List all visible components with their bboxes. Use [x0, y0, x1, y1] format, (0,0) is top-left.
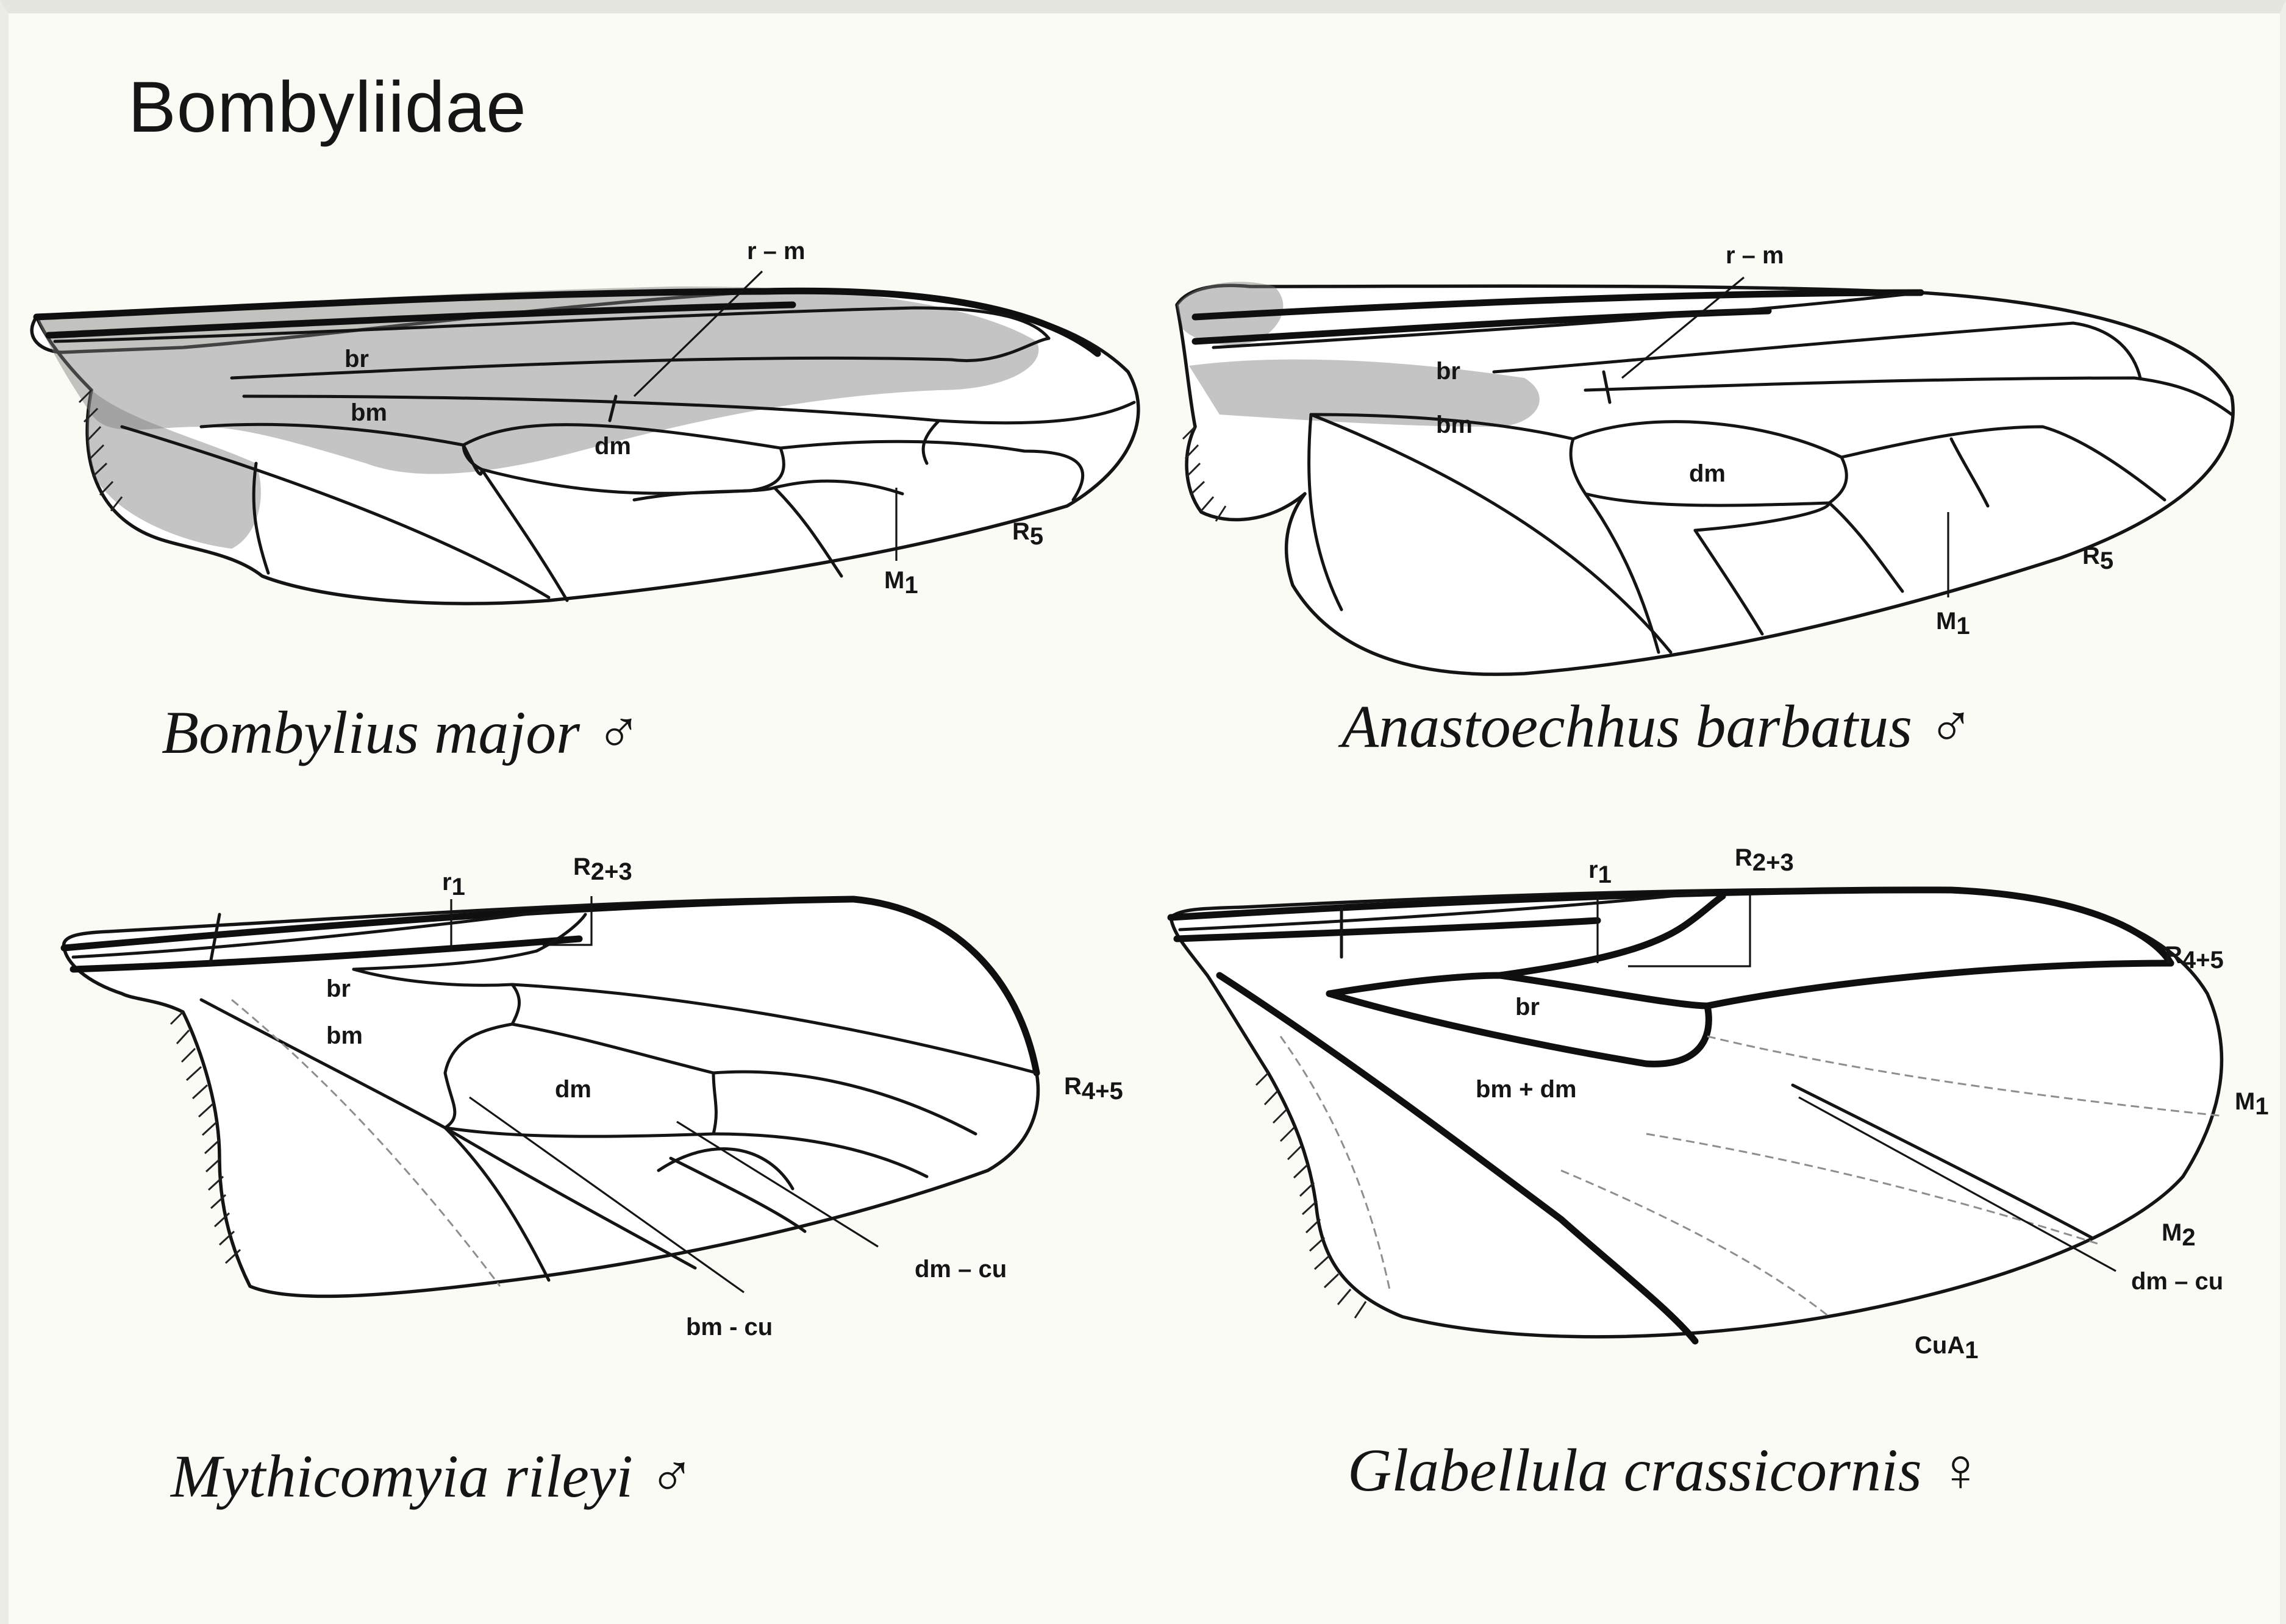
label-dm: dm — [555, 1076, 591, 1103]
label-dm: dm — [1689, 460, 1726, 487]
label-m2: M2 — [2162, 1219, 2196, 1251]
label-r23: R2+3 — [573, 853, 632, 885]
species-caption-glabellula: Glabellula crassicornis♀ — [1348, 1436, 1984, 1504]
label-dm-cu: dm – cu — [2131, 1268, 2223, 1295]
species-caption-mythicomyia: Mythicomyia rileyi♂ — [170, 1442, 695, 1510]
label-br: br — [1436, 358, 1460, 385]
label-bm: bm — [326, 1022, 363, 1049]
label-r45: R4+5 — [1064, 1073, 1123, 1105]
label-m1: M1 — [884, 567, 918, 599]
label-r5: R5 — [2082, 543, 2113, 574]
label-bm: bm — [351, 399, 387, 426]
label-br: br — [326, 975, 351, 1002]
label-r1: r1 — [1588, 857, 1612, 888]
label-bm: bm — [1436, 411, 1473, 438]
label-r23: R2+3 — [1735, 844, 1794, 876]
label-m1: M1 — [1936, 608, 1970, 639]
label-br: br — [1515, 994, 1540, 1020]
label-r1: r1 — [442, 869, 465, 900]
species-caption-anastoechhus: Anastoechhus barbatus♂ — [1338, 693, 1974, 760]
label-r5: R5 — [1012, 518, 1043, 550]
label-m1: M1 — [2235, 1088, 2269, 1120]
label-dm-cu: dm – cu — [915, 1256, 1007, 1283]
wing-anastoechhus-barbatus: r – m br bm dm M1 R5 Anastoechhus barbat… — [1177, 242, 2233, 760]
label-bm-dm: bm + dm — [1476, 1076, 1577, 1103]
label-cua1: CuA1 — [1915, 1332, 1978, 1364]
wing-glabellula-crassicornis: r1 R2+3 R4+5 br bm + dm M1 M2 dm – cu Cu… — [1171, 844, 2269, 1504]
wing-bombylius-major: r – m br bm dm M1 R5 Bombylius major♂ — [32, 238, 1138, 766]
label-dm: dm — [595, 433, 631, 460]
label-br: br — [345, 346, 369, 372]
label-bm-cu: bm - cu — [686, 1314, 773, 1341]
label-r-m: r – m — [747, 238, 805, 265]
wing-outline — [1171, 889, 2221, 1337]
wing-mythicomyia-rileyi: r1 R2+3 br bm dm R4+5 dm – cu bm - cu My… — [63, 853, 1123, 1510]
label-r-m: r – m — [1726, 242, 1784, 269]
species-caption-bombylius: Bombylius major♂ — [162, 699, 641, 766]
